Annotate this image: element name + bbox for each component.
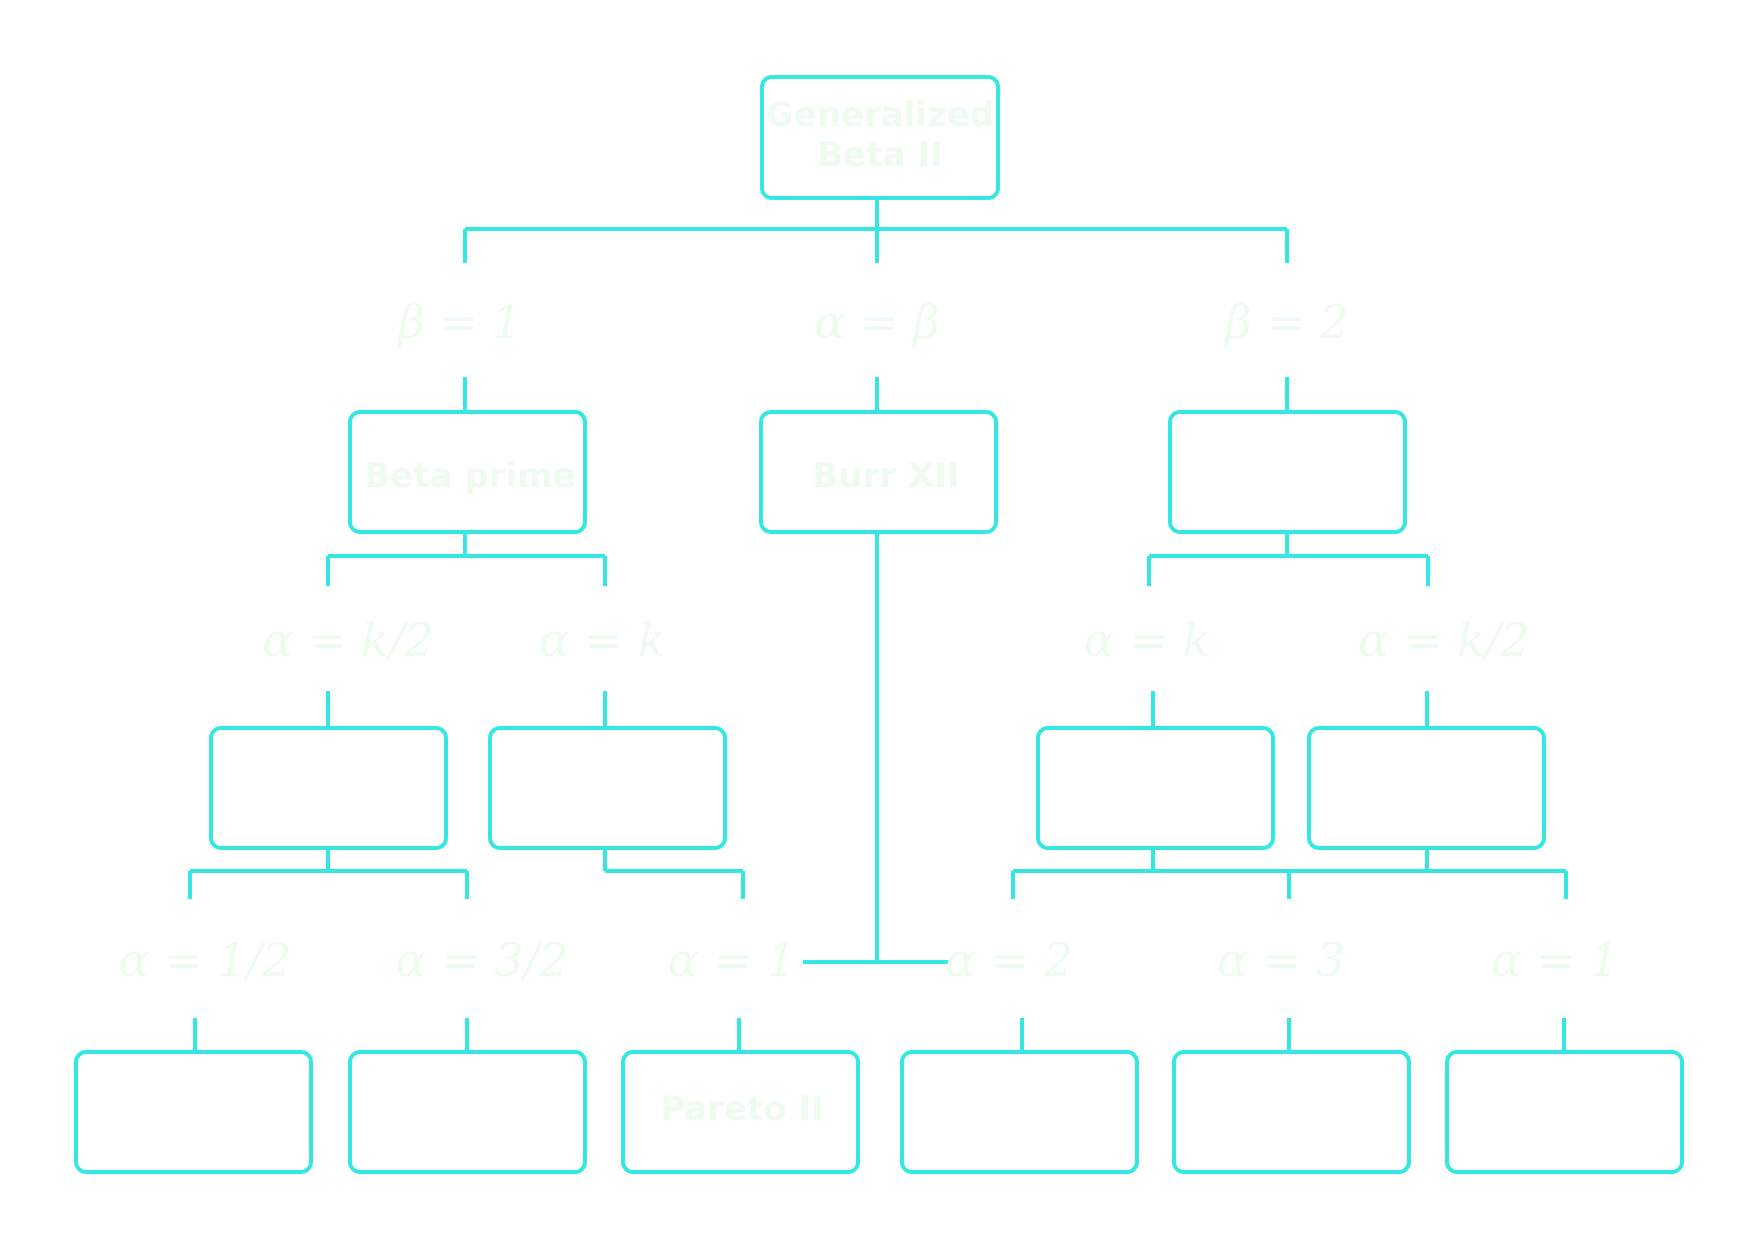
node-leaf5 (1172, 1050, 1411, 1174)
condition-alpha-k-left: α = k (539, 613, 666, 667)
node-r-b-box (1307, 726, 1546, 850)
node-l-b-box (488, 726, 727, 850)
node-l-a (209, 726, 448, 850)
condition-alpha-k-half-left: α = k/2 (262, 613, 434, 667)
condition-alpha-1-mid: α = 1 (668, 933, 796, 987)
node-root: Generalized Beta II (760, 75, 1000, 200)
condition-beta-2: β = 2 (1223, 295, 1349, 349)
node-pareto-ii-label: Pareto II (660, 1089, 824, 1129)
node-r-a (1036, 726, 1275, 850)
node-burr-xii-box (759, 410, 998, 534)
node-burr-xii: Burr XII (759, 410, 998, 534)
node-r-b (1307, 726, 1546, 850)
condition-alpha-eq-beta: α = β (814, 295, 939, 349)
node-leaf5-box (1172, 1050, 1411, 1174)
node-right-mid-box (1168, 410, 1407, 534)
condition-labels: β = 1 α = β β = 2 α = k/2 α = k α = k α … (119, 295, 1620, 987)
node-leaf2-box (348, 1050, 587, 1174)
node-pareto-ii: Pareto II (621, 1050, 860, 1174)
node-leaf6 (1445, 1050, 1684, 1174)
node-leaf1-box (74, 1050, 313, 1174)
node-leaf4-box (900, 1050, 1139, 1174)
node-leaf2 (348, 1050, 587, 1174)
node-root-line-1: Generalized (766, 95, 994, 135)
node-leaf6-box (1445, 1050, 1684, 1174)
node-r-a-box (1036, 726, 1275, 850)
condition-alpha-2: α = 2 (945, 933, 1073, 987)
node-right-mid (1168, 410, 1407, 534)
node-beta-prime-label: Beta prime (364, 456, 575, 496)
condition-alpha-1-2: α = 1/2 (119, 933, 292, 987)
condition-beta-1: β = 1 (396, 295, 522, 349)
connector-lines (188, 198, 1568, 1052)
node-root-box (760, 75, 1000, 200)
node-root-line-2: Beta II (817, 135, 942, 175)
node-leaf1 (74, 1050, 313, 1174)
node-l-b (488, 726, 727, 850)
condition-alpha-3: α = 3 (1217, 933, 1345, 987)
condition-alpha-1-right: α = 1 (1491, 933, 1619, 987)
node-beta-prime: Beta prime (348, 410, 587, 534)
condition-alpha-k-right: α = k (1084, 613, 1211, 667)
node-burr-xii-label: Burr XII (812, 456, 959, 496)
condition-alpha-3-2: α = 3/2 (396, 933, 569, 987)
node-beta-prime-box (348, 410, 587, 534)
condition-alpha-k-half-right: α = k/2 (1358, 613, 1530, 667)
node-l-a-box (209, 726, 448, 850)
node-pareto-ii-box (621, 1050, 860, 1174)
node-leaf4 (900, 1050, 1139, 1174)
